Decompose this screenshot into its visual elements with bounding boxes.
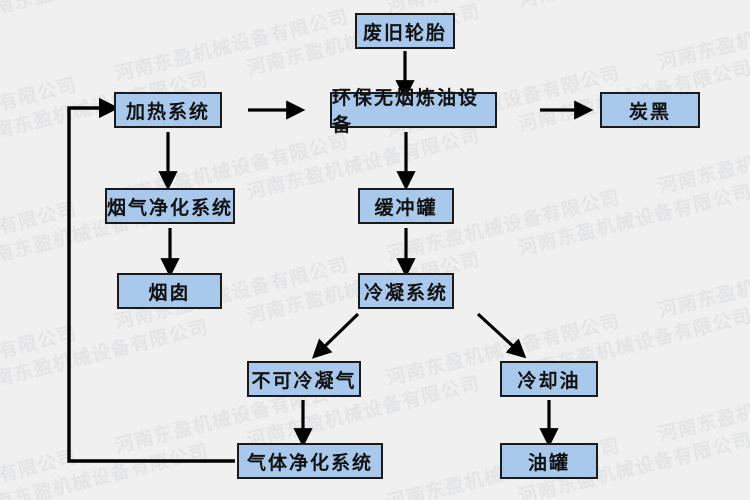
node-oil-tank[interactable]: 油罐 xyxy=(500,443,598,479)
node-label: 环保无烟炼油设备 xyxy=(332,87,480,136)
node-label: 烟气净化系统 xyxy=(107,196,234,219)
node-non-condensable-gas[interactable]: 不可冷凝气 xyxy=(247,361,361,397)
node-gas-purification-system[interactable]: 气体净化系统 xyxy=(237,443,383,479)
node-flue-gas-purification-system[interactable]: 烟气净化系统 xyxy=(105,188,235,224)
node-chimney[interactable]: 烟囱 xyxy=(117,273,222,309)
node-carbon-black[interactable]: 炭黑 xyxy=(600,92,700,128)
edge-condense-to-noncondensable xyxy=(311,312,360,359)
node-label: 烟囱 xyxy=(148,281,191,304)
node-label: 炭黑 xyxy=(628,100,671,123)
node-buffer-tank[interactable]: 缓冲罐 xyxy=(358,188,454,224)
node-condensation-system[interactable]: 冷凝系统 xyxy=(358,273,454,309)
node-heating-system[interactable]: 加热系统 xyxy=(114,92,222,128)
edge-condense-to-cooled-oil xyxy=(476,312,527,359)
node-label: 气体净化系统 xyxy=(246,451,373,474)
node-eco-smokeless-oil-refining-equipment[interactable]: 环保无烟炼油设备 xyxy=(330,87,497,136)
node-cooled-oil[interactable]: 冷却油 xyxy=(500,361,598,397)
node-label: 冷却油 xyxy=(517,369,581,392)
node-label: 油罐 xyxy=(527,451,570,474)
node-label: 不可冷凝气 xyxy=(251,369,357,392)
node-label: 缓冲罐 xyxy=(374,196,438,219)
node-label: 冷凝系统 xyxy=(363,281,448,304)
node-label: 废旧轮胎 xyxy=(362,21,447,44)
node-label: 加热系统 xyxy=(125,100,210,123)
node-waste-tire[interactable]: 废旧轮胎 xyxy=(355,13,455,49)
